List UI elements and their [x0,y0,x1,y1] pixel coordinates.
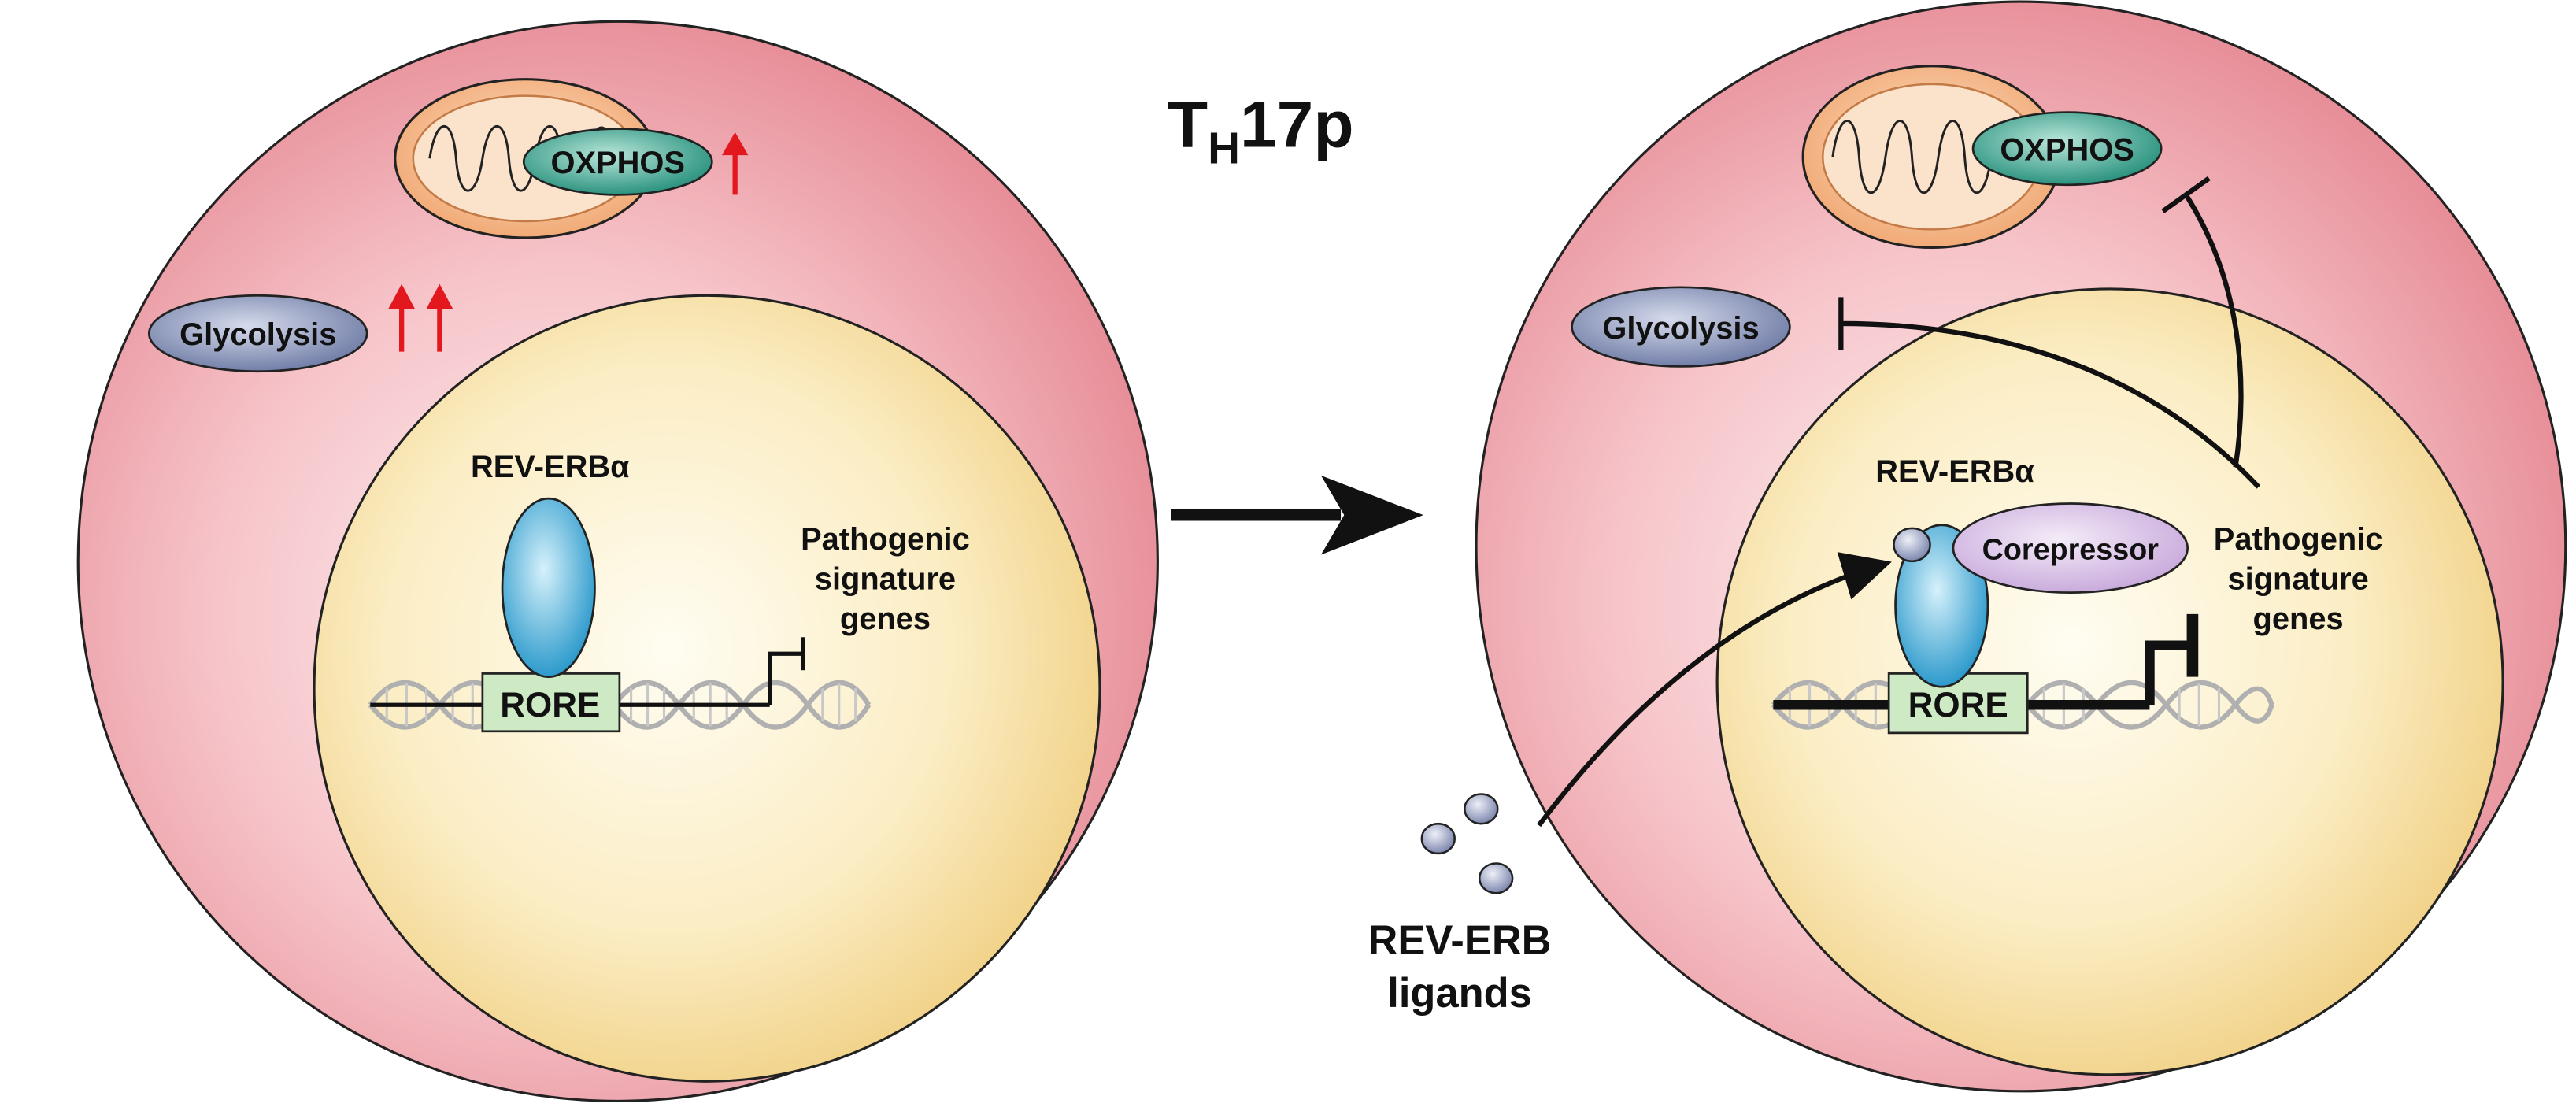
left-oxphos-badge [522,128,713,196]
left-rore-label: RORE [500,686,600,724]
left-glycolysis-label: Glycolysis [180,317,336,352]
free-ligands-icon [1420,793,1514,894]
page-title: TH17p [1168,87,1354,173]
oxphos-up-arrow-icon [721,131,749,195]
right-rev-erb-label: REV-ERBα [1875,454,2034,489]
ligands-label-line2: ligands [1387,971,1531,1017]
inhibition-glycolysis-icon [1838,297,2261,489]
left-genes-label-line3: genes [840,602,931,636]
left-glycolysis-badge [147,294,368,373]
right-genes-label-line2: signature [2227,561,2368,596]
transition-arrow-icon [1171,475,1423,555]
corepressor-label: Corepressor [1982,533,2160,566]
title-subscript: H [1208,124,1240,173]
left-genes-label-line1: Pathogenic [801,522,970,557]
left-oxphos-label: OXPHOS [551,146,685,180]
glycolysis-double-up-arrow-icon [388,283,453,352]
ligand-binding-arrow-icon [1537,552,1892,828]
right-glycolysis-badge [1571,286,1791,368]
right-genes-label-line3: genes [2253,602,2344,636]
right-genes-label-line1: Pathogenic [2214,522,2383,557]
corepressor-badge [1952,502,2189,594]
left-rev-erb-receptor [501,497,596,678]
ligands-label-line1: REV-ERB [1368,918,1552,964]
inhibition-oxphos-icon [2161,176,2244,468]
bound-ligand-icon [1893,527,1931,563]
right-rore-label: RORE [1908,686,2008,724]
svg-text:TH17p: TH17p [1168,87,1354,173]
right-nucleus [1715,287,2504,1076]
title-main: T [1168,87,1208,161]
right-cell: OXPHOS Glycolysis RO [1475,0,2567,1093]
left-nucleus [313,294,1101,1083]
right-mitochondrion [1801,65,2062,250]
right-oxphos-label: OXPHOS [2000,132,2134,167]
title-suffix: 17p [1240,87,1354,161]
left-rev-erb-label: REV-ERBα [471,450,630,484]
right-oxphos-badge [1971,111,2163,187]
left-genes-label-line2: signature [815,561,956,596]
left-rore-box [481,672,621,733]
right-glycolysis-label: Glycolysis [1602,311,1759,346]
left-cell: OXPHOS Glycolysis [76,20,1159,1102]
